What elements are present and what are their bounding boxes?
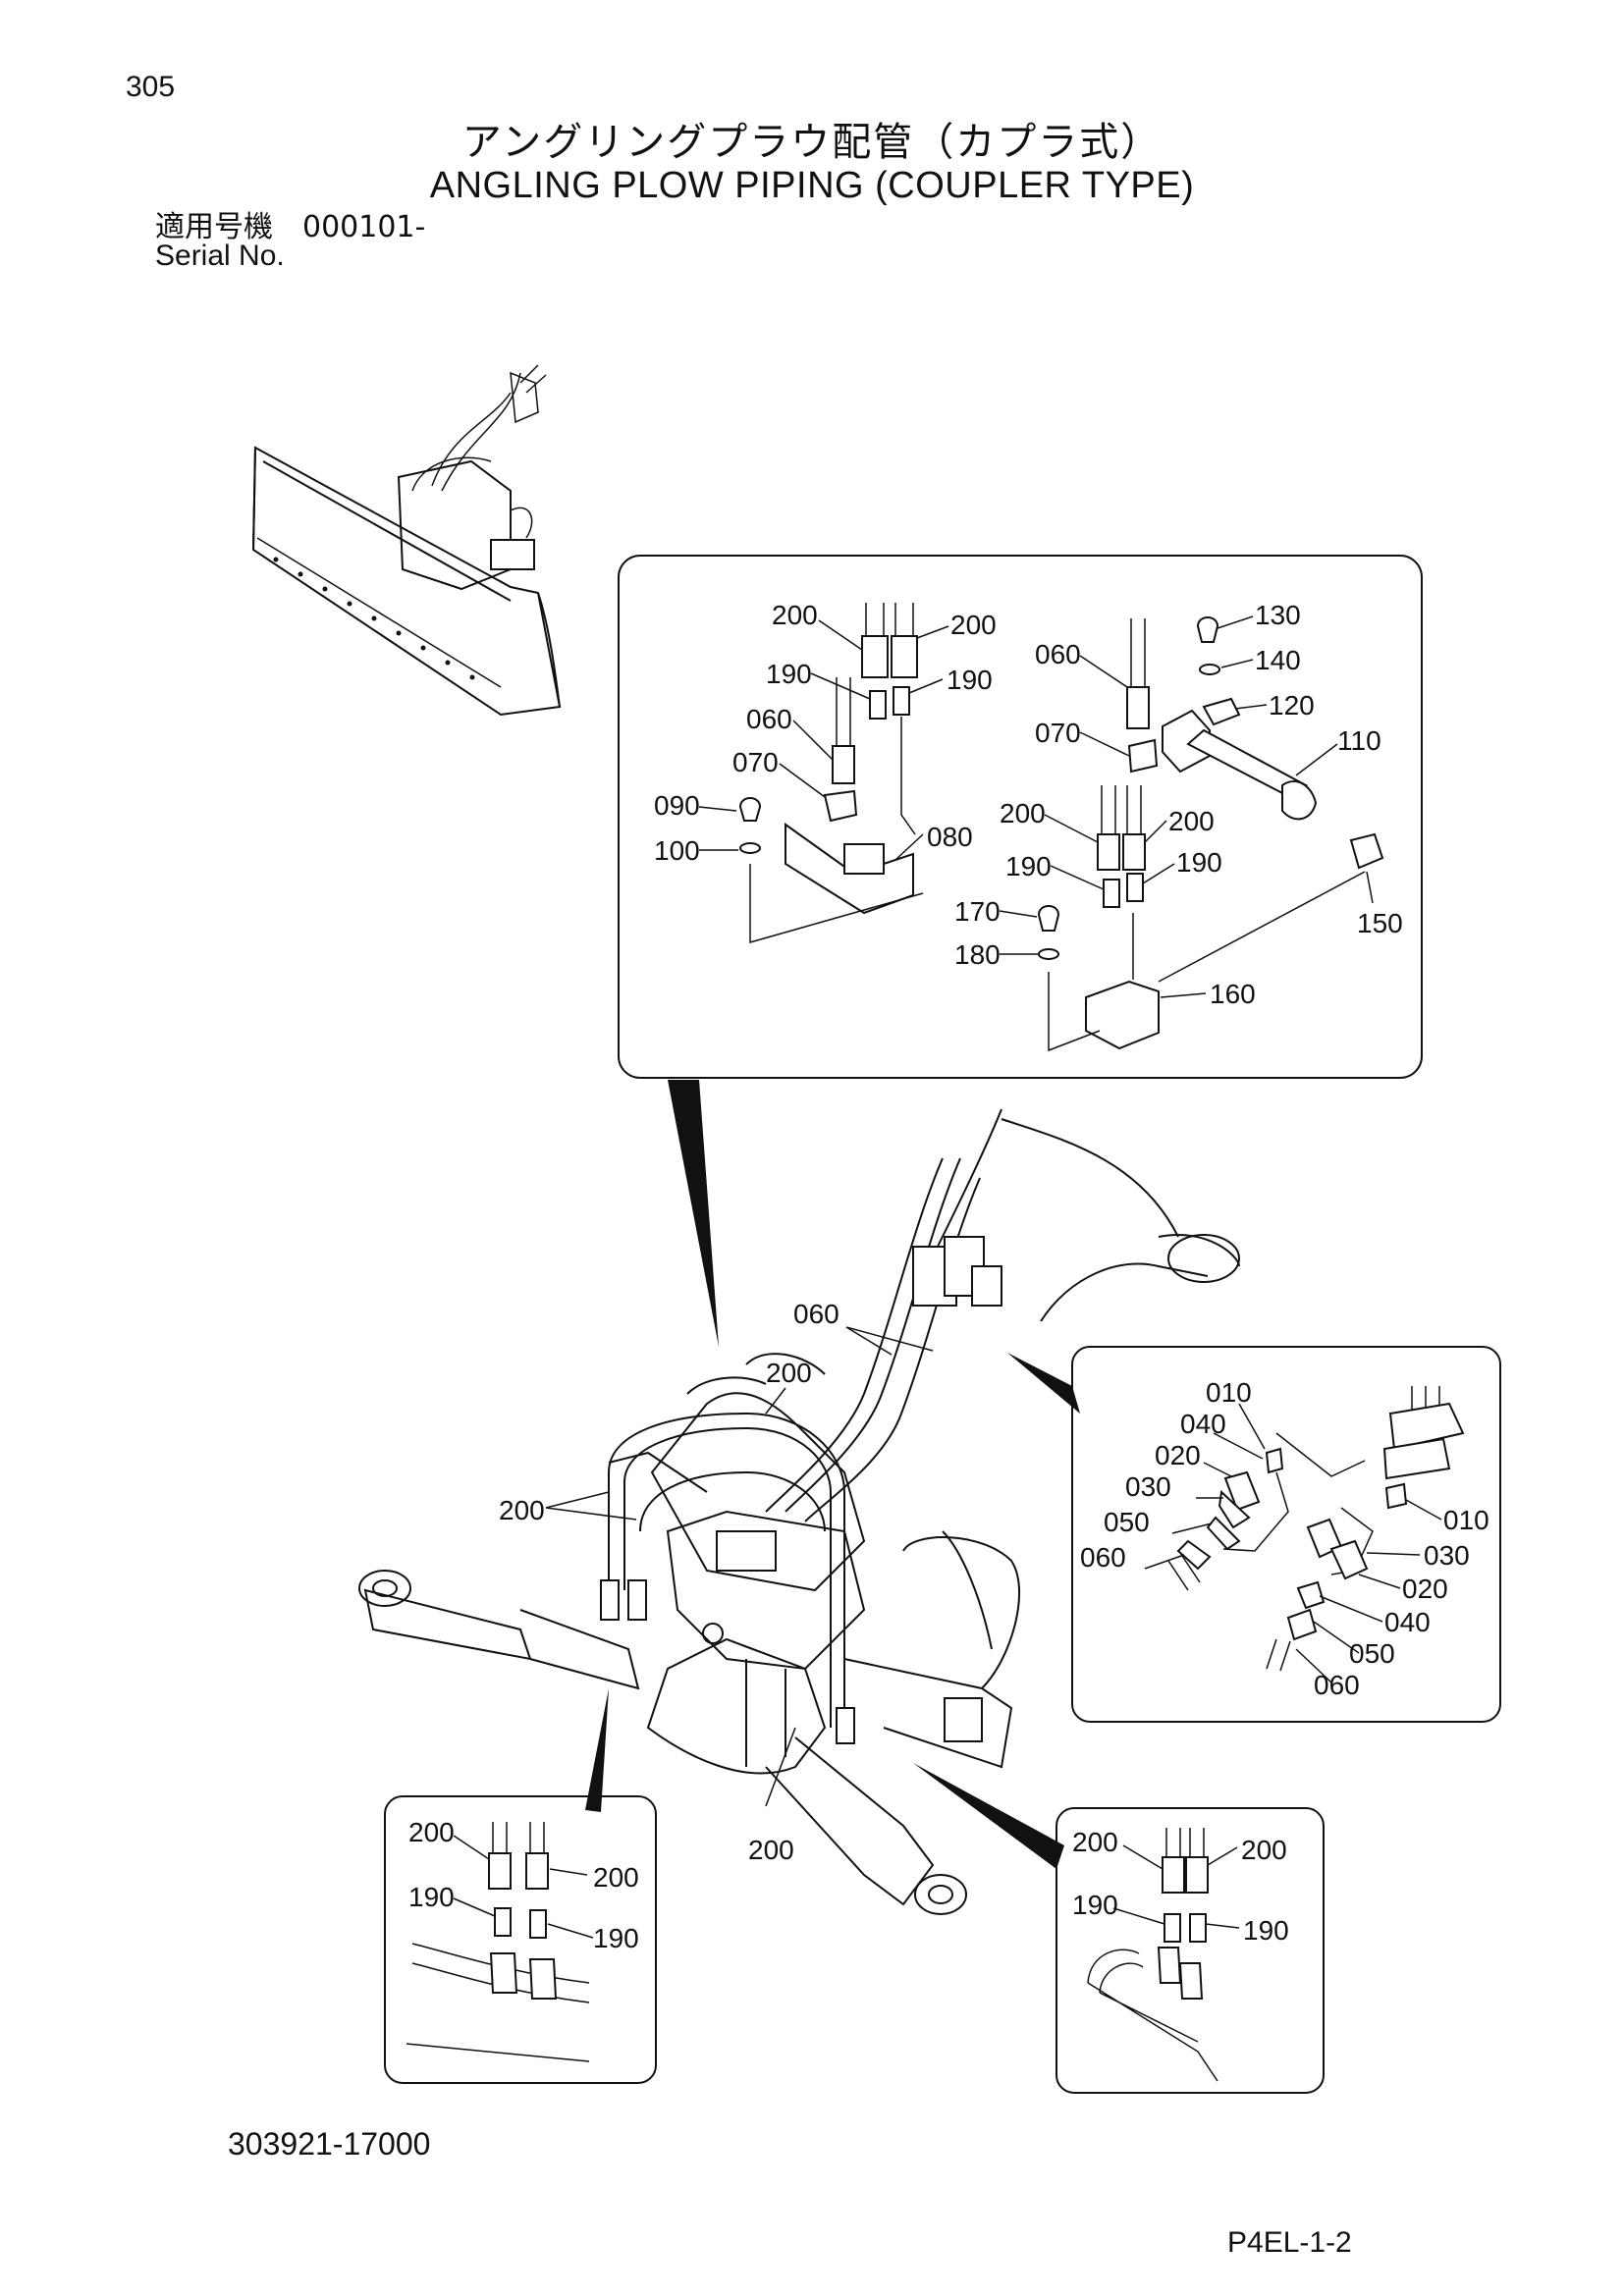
callout-label: 130: [1255, 600, 1301, 630]
callout-label: 190: [1176, 847, 1222, 878]
detail-pointer: [1007, 1353, 1080, 1414]
callout-label: 050: [1349, 1638, 1395, 1669]
page-title-english: ANGLING PLOW PIPING (COUPLER TYPE): [429, 165, 1195, 206]
callout-label: 070: [732, 747, 779, 777]
callout-label: 200: [766, 1358, 812, 1388]
callout-label: 150: [1357, 908, 1403, 938]
callout-label: 200: [1072, 1827, 1118, 1857]
lower-right-detail-view: 200 200 190 190: [1056, 1807, 1325, 2094]
callout-label: 030: [1424, 1540, 1470, 1571]
callout-label: 190: [947, 665, 993, 695]
page-number: 305: [126, 71, 176, 103]
callout-label: 200: [772, 600, 818, 630]
callout-label: 040: [1384, 1607, 1431, 1637]
callout-label: 190: [1243, 1915, 1289, 1946]
callout-label: 030: [1125, 1471, 1171, 1502]
detail-pointer: [585, 1688, 609, 1812]
callout-label: 180: [954, 939, 1001, 970]
lower-left-detail-view: 200 200 190 190: [384, 1795, 657, 2084]
callout-label: 060: [1035, 639, 1081, 669]
detail-pointer: [668, 1080, 719, 1347]
serial-label-english: Serial No.: [155, 240, 285, 272]
callout-label: 160: [1210, 979, 1256, 1009]
callout-label: 200: [408, 1817, 455, 1847]
serial-label-japanese: 適用号機 000101-: [155, 210, 426, 244]
callout-label: 190: [593, 1923, 639, 1953]
callout-label: 020: [1402, 1574, 1448, 1604]
callout-label: 200: [593, 1862, 639, 1893]
callout-label: 200: [1000, 798, 1046, 828]
callout-label: 190: [766, 659, 812, 689]
dozer-blade-illustration: [251, 364, 562, 717]
callout-label: 070: [1035, 718, 1081, 748]
sheet-code: P4EL-1-2: [1227, 2226, 1352, 2259]
callout-label: 170: [954, 896, 1001, 927]
callout-label: 200: [499, 1495, 545, 1525]
coupler-detail-view: 010 040 020 030 050 060 010 030 020 040 …: [1071, 1346, 1501, 1723]
callout-label: 140: [1255, 645, 1301, 675]
callout-label: 010: [1206, 1377, 1252, 1408]
callout-label: 050: [1104, 1507, 1150, 1537]
callout-label: 060: [746, 704, 792, 734]
callout-label: 010: [1443, 1505, 1489, 1535]
callout-label: 200: [950, 610, 997, 640]
callout-label: 060: [793, 1299, 839, 1329]
callout-label: 090: [654, 790, 700, 821]
main-machine-view: 060 200 200 200: [358, 1108, 1240, 1915]
callout-label: 120: [1269, 690, 1315, 721]
callout-label: 040: [1180, 1409, 1226, 1439]
callout-label: 100: [654, 835, 700, 866]
page-title-japanese: アングリングプラウ配管（カプラ式）: [461, 120, 1163, 165]
callout-label: 190: [408, 1882, 455, 1912]
callout-label: 060: [1080, 1542, 1126, 1573]
callout-label: 190: [1005, 851, 1052, 881]
callout-label: 190: [1072, 1890, 1118, 1920]
callout-label: 200: [1168, 806, 1215, 836]
callout-label: 200: [748, 1835, 794, 1865]
callout-label: 080: [927, 822, 973, 852]
drawing-number: 303921-17000: [228, 2126, 431, 2162]
top-detail-view: 200 200 190 190 060 070 090 100 080 060 …: [618, 555, 1423, 1079]
callout-label: 110: [1337, 725, 1381, 756]
callout-label: 060: [1314, 1670, 1360, 1700]
detail-pointer: [913, 1763, 1064, 1869]
callout-label: 020: [1155, 1440, 1201, 1470]
callout-label: 200: [1241, 1835, 1287, 1865]
